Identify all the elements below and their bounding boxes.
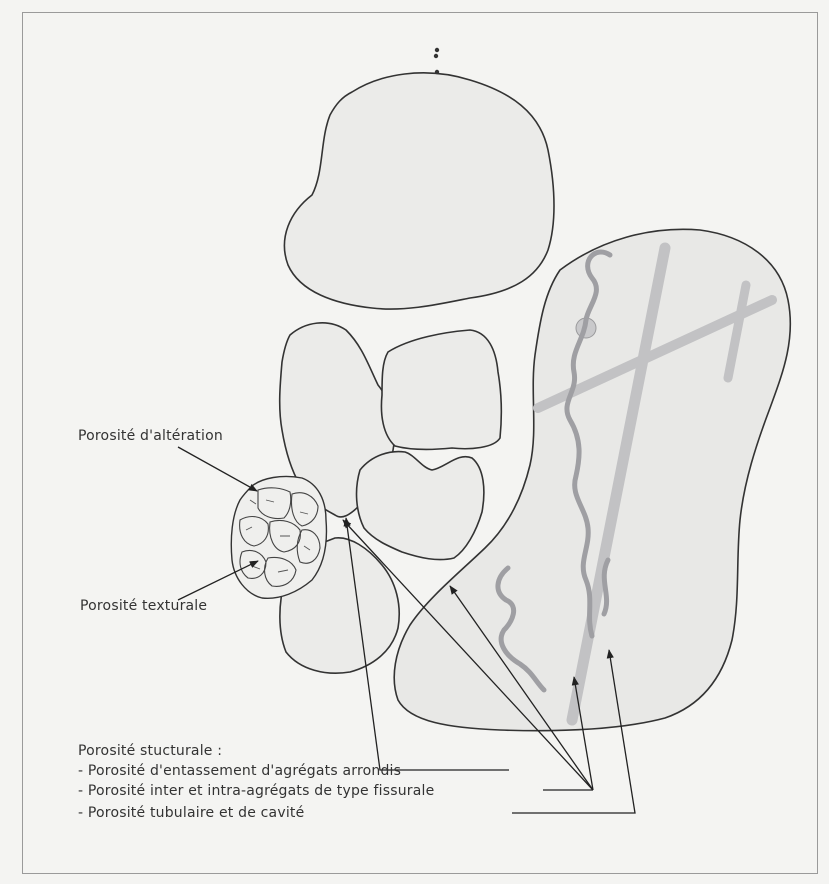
particle-dot [435, 48, 439, 52]
particle-dot [434, 54, 438, 58]
aggregate-top [284, 73, 554, 309]
aggregate-middle-right [381, 330, 501, 449]
particle-dot [435, 70, 439, 74]
label-tubulaire: - Porosité tubulaire et de cavité [78, 805, 304, 821]
label-texturale: Porosité texturale [80, 598, 207, 614]
label-fissurale: - Porosité inter et intra-agrégats de ty… [78, 783, 434, 799]
label-entassement: - Porosité d'entassement d'agrégats arro… [78, 763, 401, 779]
label-alteration: Porosité d'altération [78, 428, 223, 444]
aggregate-lower-middle [357, 452, 484, 560]
label-structural-heading: Porosité stucturale : [78, 743, 222, 759]
altered-aggregate [231, 476, 326, 598]
